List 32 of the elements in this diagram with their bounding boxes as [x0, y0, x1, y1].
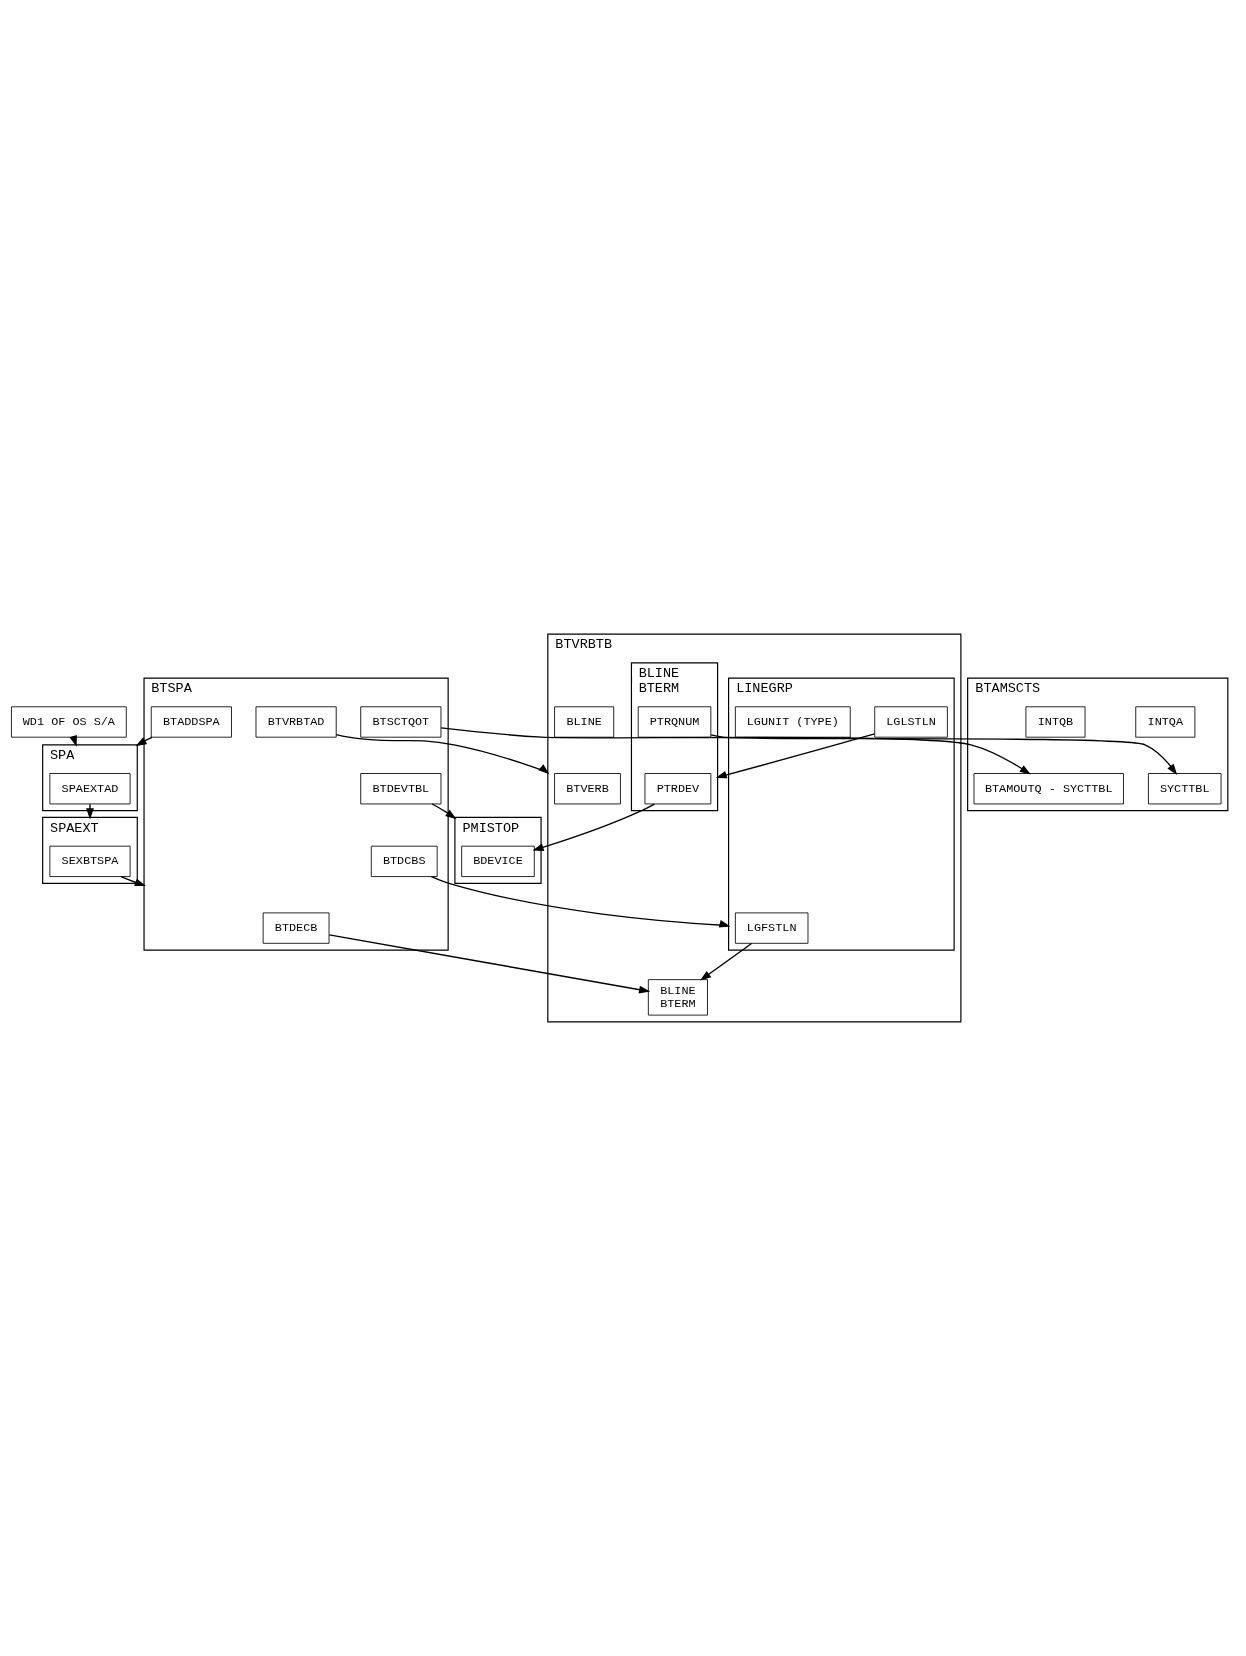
arrow — [431, 803, 457, 820]
node-box: BLINE — [554, 706, 615, 738]
node-box: BTAMOUTQ - SYCTTBL — [973, 773, 1124, 805]
node-box: INTQA — [1135, 706, 1196, 738]
arrow — [715, 733, 876, 779]
node-box: INTQB — [1025, 706, 1086, 738]
node-box: BTDECB — [262, 912, 330, 944]
node-box: SPAEXTAD — [49, 773, 131, 805]
arrow — [135, 736, 153, 747]
node-box: BTVERB — [554, 773, 621, 805]
arrow — [440, 727, 1031, 775]
node-box: BTADDSPA — [150, 706, 232, 738]
node-box: PTRDEV — [644, 773, 712, 805]
arrow — [328, 934, 651, 994]
node-box: LGFSTLN — [734, 912, 809, 944]
node-box: LGLSTLN — [874, 706, 948, 738]
arrow — [710, 734, 1178, 775]
node-box: BTDCBS — [370, 845, 438, 877]
node-box: SYCTTBL — [1148, 773, 1222, 805]
node-box: BLINE BTERM — [647, 979, 708, 1016]
arrow — [700, 942, 753, 981]
node-box: BTDEVTBL — [360, 773, 442, 805]
node-box: LGUNIT (TYPE) — [734, 706, 851, 738]
arrow — [120, 875, 146, 887]
arrow — [335, 734, 550, 775]
node-box: BTSCTQOT — [360, 706, 442, 738]
node-box: PTRQNUM — [637, 706, 712, 738]
node-box: SEXBTSPA — [49, 845, 131, 877]
node-box: BDEVICE — [461, 845, 535, 877]
arrow — [532, 803, 656, 852]
node-box: BTVRBTAD — [255, 706, 337, 738]
arrow — [86, 803, 94, 820]
